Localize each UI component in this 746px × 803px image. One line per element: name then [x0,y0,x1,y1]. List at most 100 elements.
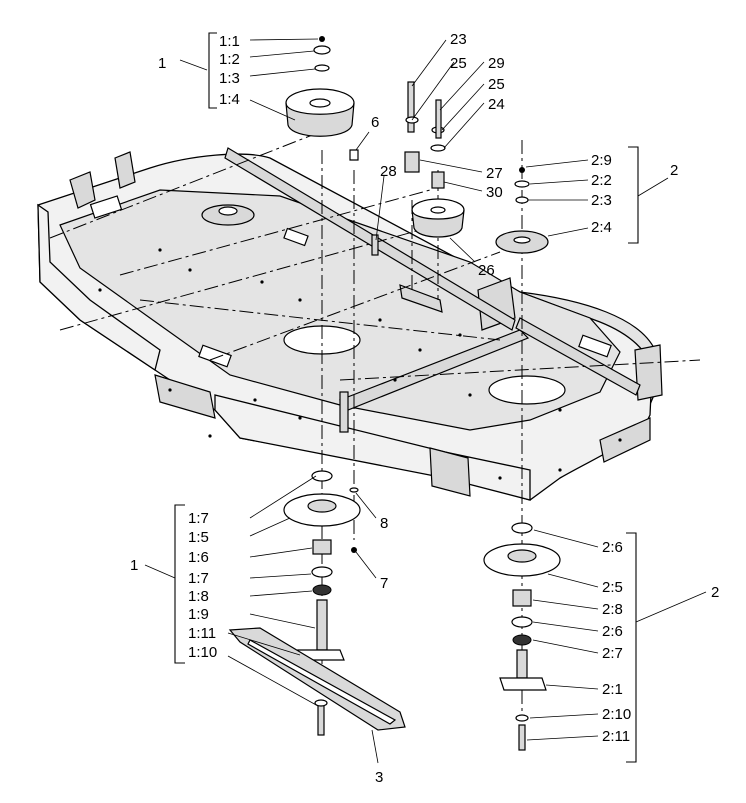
seal-2-6b [511,616,533,628]
bearing-2-7 [512,634,532,646]
label-2-5: 2:5 [602,579,623,596]
label-2-11: 2:11 [602,728,630,745]
pulley-1-4-body [285,102,355,137]
front-bracket-right [599,417,651,463]
idler-pulley-26-body [411,209,465,238]
right-arm-bracket [634,344,663,401]
bolt-2-11 [518,724,526,751]
label-2-4: 2:4 [591,219,612,236]
deck-cross-bar [224,147,516,331]
washer-2-2 [514,180,530,188]
blade-3-edge [247,639,397,725]
label-30: 30 [486,184,503,201]
idler-hardware [349,81,465,256]
label-8: 8 [380,515,388,532]
label-24: 24 [488,96,505,113]
label-2-3: 2:3 [591,192,612,209]
label-7: 7 [380,575,388,592]
label-1-7-b: 1:7 [188,570,209,587]
label-2-9: 2:9 [591,152,612,169]
bolt-29 [435,99,442,139]
label-group-2-bottom: 2 [711,584,719,601]
deck-side-bar [515,317,641,396]
label-2-6-b: 2:6 [602,623,623,640]
label-1-5: 1:5 [188,529,209,546]
plate-2-1 [499,677,547,691]
spacer-27 [404,151,420,173]
idler-pulley-26-hub [430,206,446,214]
label-2-8: 2:8 [602,601,623,618]
shaft-28 [371,234,379,256]
label-1-7-a: 1:7 [188,510,209,527]
washer-2-6a [511,522,533,534]
deck-opening-right [488,375,566,405]
label-3: 3 [375,769,383,786]
label-1-8: 1:8 [188,588,209,605]
label-2-1: 2:1 [602,681,623,698]
label-2-2: 2:2 [591,172,612,189]
leader-lines [144,32,707,764]
pulley-assembly-1-top [285,36,355,137]
label-2-6-a: 2:6 [602,539,623,556]
bearing-1-6 [312,539,332,555]
mower-deck [37,147,663,501]
label-1-1: 1:1 [219,33,240,50]
label-group-1-top: 1 [158,55,166,72]
spindle-assembly-2 [483,522,561,751]
label-1-4: 1:4 [219,91,240,108]
label-2-7: 2:7 [602,645,623,662]
washer-1-3 [314,64,330,72]
label-1-3: 1:3 [219,70,240,87]
rear-bracket-left [69,171,96,209]
nut-7 [351,547,357,553]
deck-post [339,391,349,433]
washer-1-2 [313,45,331,55]
label-26: 26 [478,262,495,279]
label-27: 27 [486,165,503,182]
washer-24 [430,144,446,152]
deck-pulley-left-hub [218,206,238,216]
bearing-2-8 [512,589,532,607]
idler-arm [399,284,443,313]
housing-2-5-boss [507,549,537,563]
bolt-8-head [349,487,359,493]
pin-6 [349,149,359,161]
pulley-assembly-2-top [495,167,549,254]
shaft-2-1 [516,649,528,679]
bolt-23 [407,81,415,133]
front-bracket-left [154,374,216,419]
deck-plate-3 [198,344,232,368]
deck-holes [98,248,622,480]
deck-plate-1 [89,195,123,219]
pulley-1-4-hub [309,98,331,108]
label-29: 29 [488,55,505,72]
spindle-assembly-1 [228,470,406,736]
spacer-30 [431,171,445,189]
deck-plate-4 [578,334,612,358]
seal-1-7b [311,566,333,578]
label-28: 28 [380,163,397,180]
label-1-9: 1:9 [188,606,209,623]
callout-labels: 1 1:1 1:2 1:3 1:4 23 25 29 25 24 6 28 27… [130,31,719,786]
pulley-2-4-hub [513,236,531,244]
washer-2-10 [515,714,529,722]
nut-1-1 [319,36,325,42]
label-group-2-top: 2 [670,162,678,179]
label-1-2: 1:2 [219,51,240,68]
label-group-1-bottom: 1 [130,557,138,574]
rear-bracket-right [114,151,136,189]
label-1-10: 1:10 [188,644,217,661]
housing-1-5-boss [307,499,337,513]
label-25-b: 25 [488,76,505,93]
shaft-1-9 [316,599,328,651]
deck-left-wall [37,203,161,372]
label-1-11: 1:11 [188,625,216,642]
washer-1-7a [311,470,333,482]
nut-2-9 [519,167,525,173]
washer-1-10 [314,699,328,707]
bolt-1-10 [317,704,325,736]
bearing-1-8 [312,584,332,596]
label-6: 6 [371,114,379,131]
label-2-10: 2:10 [602,706,631,723]
